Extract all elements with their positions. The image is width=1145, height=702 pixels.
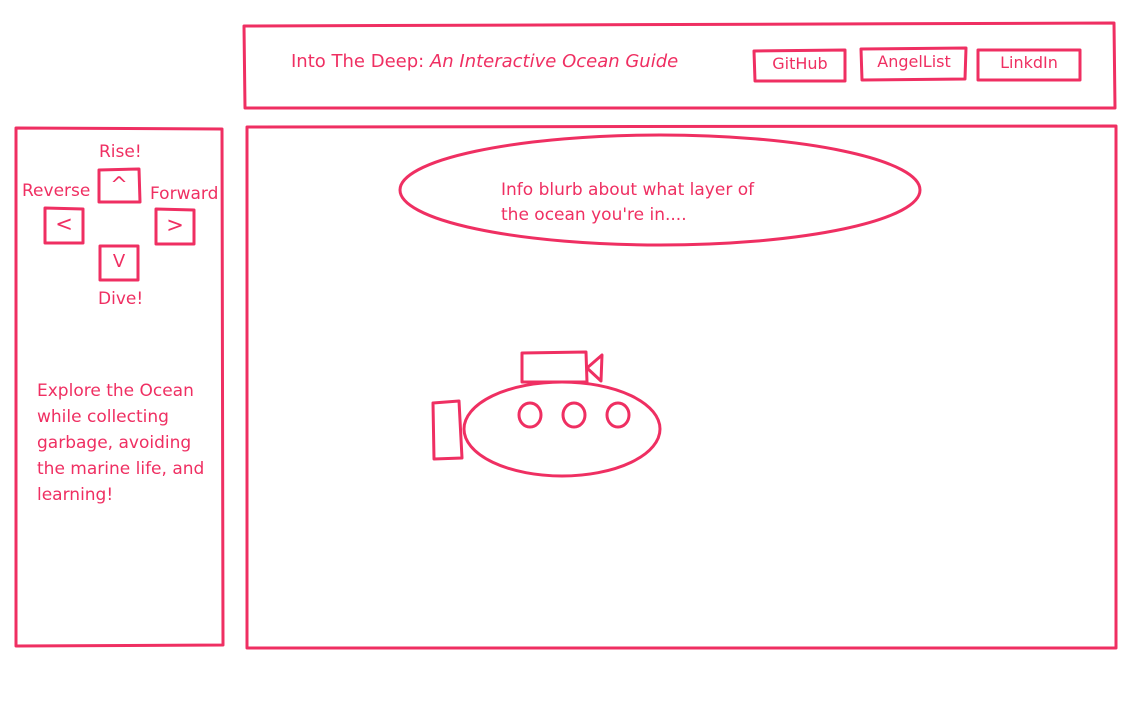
- github-link[interactable]: GitHub: [772, 54, 828, 73]
- game-description: Explore the Ocean while collecting garba…: [37, 381, 205, 505]
- page-title-subtitle: An Interactive Ocean Guide: [429, 51, 679, 72]
- page-title-main: Into The Deep:: [291, 51, 430, 72]
- angellist-link[interactable]: AngelList: [877, 52, 951, 71]
- up-arrow-icon: ^: [110, 173, 128, 197]
- reverse-label: Reverse: [22, 181, 91, 201]
- left-arrow-icon: <: [55, 212, 73, 236]
- submarine-icon: [431, 350, 662, 478]
- forward-button[interactable]: >: [157, 209, 193, 243]
- forward-label: Forward: [150, 184, 219, 204]
- linkedin-link[interactable]: LinkdIn: [1000, 53, 1058, 72]
- ocean-layer-info: Info blurb about what layer of the ocean…: [501, 180, 755, 225]
- rise-label: Rise!: [99, 142, 142, 162]
- page-title: Into The Deep: An Interactive Ocean Guid…: [291, 51, 678, 72]
- reverse-button[interactable]: <: [46, 208, 82, 242]
- rise-button[interactable]: ^: [101, 169, 137, 203]
- dive-label: Dive!: [98, 289, 144, 309]
- right-arrow-icon: >: [166, 213, 184, 237]
- down-arrow-icon: V: [112, 251, 126, 272]
- dive-button[interactable]: V: [101, 246, 137, 280]
